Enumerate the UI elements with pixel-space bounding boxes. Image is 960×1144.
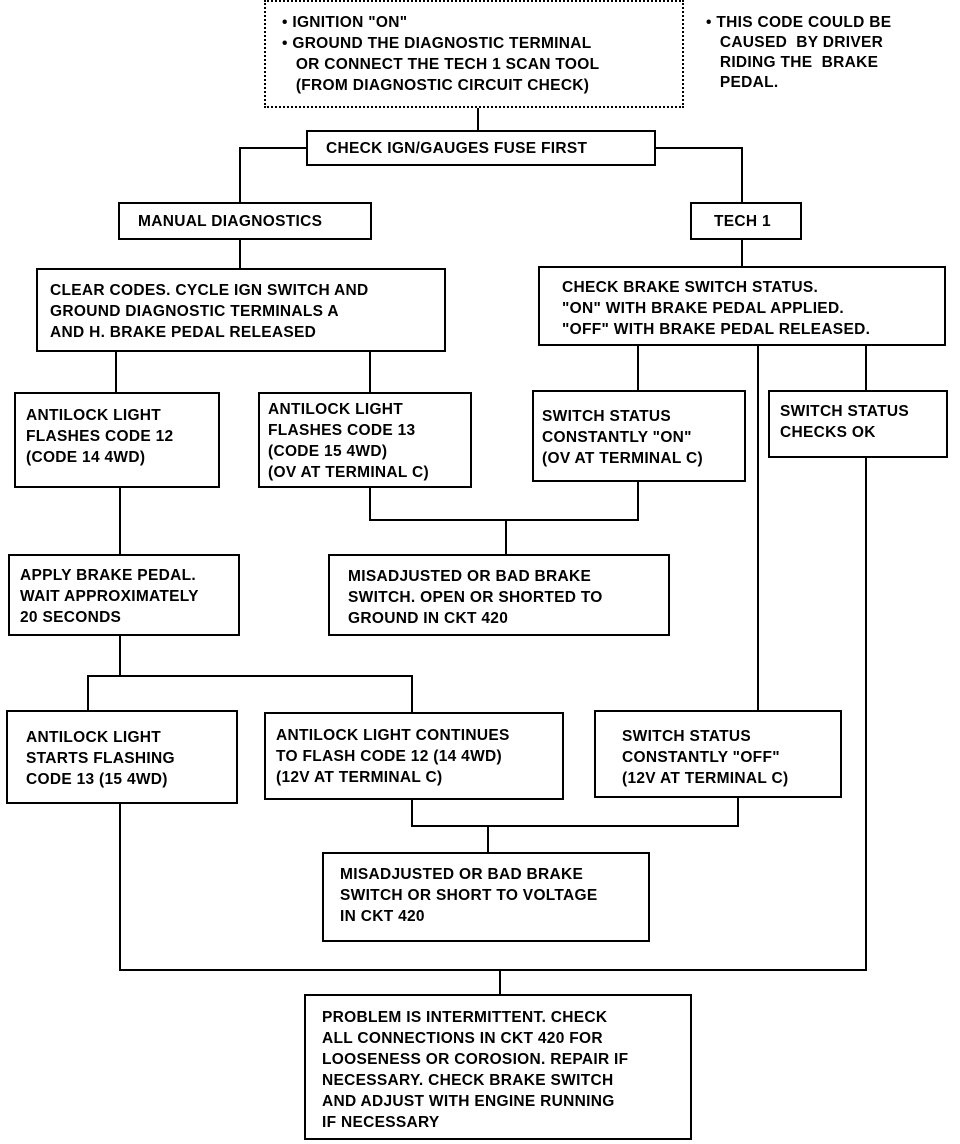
switch-status-on-box: SWITCH STATUS CONSTANTLY "ON" (OV AT TER…	[532, 390, 746, 482]
code12-line: (CODE 14 4WD)	[26, 449, 146, 466]
manual-diagnostics-box: MANUAL DIAGNOSTICS	[118, 202, 372, 240]
intermittent-line: AND ADJUST WITH ENGINE RUNNING	[322, 1093, 615, 1110]
flashes-code-12-box: ANTILOCK LIGHT FLASHES CODE 12 (CODE 14 …	[14, 392, 220, 488]
start-conditions-box: • IGNITION "ON" • GROUND THE DIAGNOSTIC …	[264, 0, 684, 108]
start-line: (FROM DIAGNOSTIC CIRCUIT CHECK)	[282, 77, 590, 94]
clear-codes-box: CLEAR CODES. CYCLE IGN SWITCH AND GROUND…	[36, 268, 446, 352]
intermittent-line: LOOSENESS OR COROSION. REPAIR IF	[322, 1051, 629, 1068]
code13-line: (OV AT TERMINAL C)	[268, 464, 429, 481]
apply-pedal-line: WAIT APPROXIMATELY	[20, 588, 199, 605]
status-ok-line: SWITCH STATUS	[780, 403, 910, 420]
intermittent-line: PROBLEM IS INTERMITTENT. CHECK	[322, 1009, 608, 1026]
misadjusted-ground-line: SWITCH. OPEN OR SHORTED TO	[348, 589, 603, 606]
clear-codes-line: CLEAR CODES. CYCLE IGN SWITCH AND	[50, 282, 369, 299]
brake-switch-status-box: CHECK BRAKE SWITCH STATUS. "ON" WITH BRA…	[538, 266, 946, 346]
misadjusted-voltage-line: MISADJUSTED OR BAD BRAKE	[340, 866, 584, 883]
continues-flashing-box: ANTILOCK LIGHT CONTINUES TO FLASH CODE 1…	[264, 712, 564, 800]
brake-status-line: "OFF" WITH BRAKE PEDAL RELEASED.	[562, 321, 871, 338]
note-line: CAUSED BY DRIVER	[706, 34, 884, 51]
status-on-line: (OV AT TERMINAL C)	[542, 450, 703, 467]
misadjusted-ground-line: GROUND IN CKT 420	[348, 610, 509, 627]
status-off-line: CONSTANTLY "OFF"	[622, 749, 780, 766]
apply-brake-pedal-box: APPLY BRAKE PEDAL. WAIT APPROXIMATELY 20…	[8, 554, 240, 636]
misadjusted-ground-line: MISADJUSTED OR BAD BRAKE	[348, 568, 592, 585]
misadjusted-ground-box: MISADJUSTED OR BAD BRAKE SWITCH. OPEN OR…	[328, 554, 670, 636]
switch-status-ok-box: SWITCH STATUS CHECKS OK	[768, 390, 948, 458]
continues-line: TO FLASH CODE 12 (14 4WD)	[276, 748, 502, 765]
continues-line: (12V AT TERMINAL C)	[276, 769, 443, 786]
status-ok-line: CHECKS OK	[780, 424, 876, 441]
start-line: • GROUND THE DIAGNOSTIC TERMINAL	[282, 35, 592, 52]
start-line: • IGNITION "ON"	[282, 14, 408, 31]
intermittent-line: ALL CONNECTIONS IN CKT 420 FOR	[322, 1030, 603, 1047]
misadjusted-voltage-line: IN CKT 420	[340, 908, 425, 925]
switch-status-off-box: SWITCH STATUS CONSTANTLY "OFF" (12V AT T…	[594, 710, 842, 798]
intermittent-problem-box: PROBLEM IS INTERMITTENT. CHECK ALL CONNE…	[304, 994, 692, 1140]
clear-codes-line: GROUND DIAGNOSTIC TERMINALS A	[50, 303, 339, 320]
misadjusted-voltage-line: SWITCH OR SHORT TO VOLTAGE	[340, 887, 598, 904]
flashes-code-13-box: ANTILOCK LIGHT FLASHES CODE 13 (CODE 15 …	[258, 392, 472, 488]
start-line: OR CONNECT THE TECH 1 SCAN TOOL	[282, 56, 600, 73]
fuse-check-box: CHECK IGN/GAUGES FUSE FIRST	[306, 130, 656, 166]
apply-pedal-line: 20 SECONDS	[20, 609, 122, 626]
code13-line: ANTILOCK LIGHT	[268, 401, 404, 418]
code12-line: ANTILOCK LIGHT	[26, 407, 162, 424]
status-on-line: CONSTANTLY "ON"	[542, 429, 692, 446]
brake-status-line: "ON" WITH BRAKE PEDAL APPLIED.	[562, 300, 845, 317]
code13-line: FLASHES CODE 13	[268, 422, 416, 439]
starts-flashing-line: ANTILOCK LIGHT	[26, 729, 162, 746]
fuse-line: CHECK IGN/GAUGES FUSE FIRST	[326, 140, 588, 157]
clear-codes-line: AND H. BRAKE PEDAL RELEASED	[50, 324, 317, 341]
intermittent-line: IF NECESSARY	[322, 1114, 440, 1131]
continues-line: ANTILOCK LIGHT CONTINUES	[276, 727, 510, 744]
code13-line: (CODE 15 4WD)	[268, 443, 388, 460]
starts-flashing-line: CODE 13 (15 4WD)	[26, 771, 168, 788]
status-on-line: SWITCH STATUS	[542, 408, 672, 425]
starts-flashing-line: STARTS FLASHING	[26, 750, 175, 767]
note-line: • THIS CODE COULD BE	[706, 14, 892, 31]
status-off-line: (12V AT TERMINAL C)	[622, 770, 789, 787]
misadjusted-voltage-box: MISADJUSTED OR BAD BRAKE SWITCH OR SHORT…	[322, 852, 650, 942]
note-line: PEDAL.	[706, 74, 779, 91]
brake-status-line: CHECK BRAKE SWITCH STATUS.	[562, 279, 819, 296]
note-line: RIDING THE BRAKE	[706, 54, 879, 71]
intermittent-line: NECESSARY. CHECK BRAKE SWITCH	[322, 1072, 614, 1089]
manual-line: MANUAL DIAGNOSTICS	[138, 213, 323, 230]
tech1-box: TECH 1	[690, 202, 802, 240]
apply-pedal-line: APPLY BRAKE PEDAL.	[20, 567, 196, 584]
driver-note: • THIS CODE COULD BE CAUSED BY DRIVER RI…	[706, 13, 956, 93]
starts-flashing-box: ANTILOCK LIGHT STARTS FLASHING CODE 13 (…	[6, 710, 238, 804]
code12-line: FLASHES CODE 12	[26, 428, 174, 445]
status-off-line: SWITCH STATUS	[622, 728, 752, 745]
tech1-line: TECH 1	[714, 213, 771, 230]
